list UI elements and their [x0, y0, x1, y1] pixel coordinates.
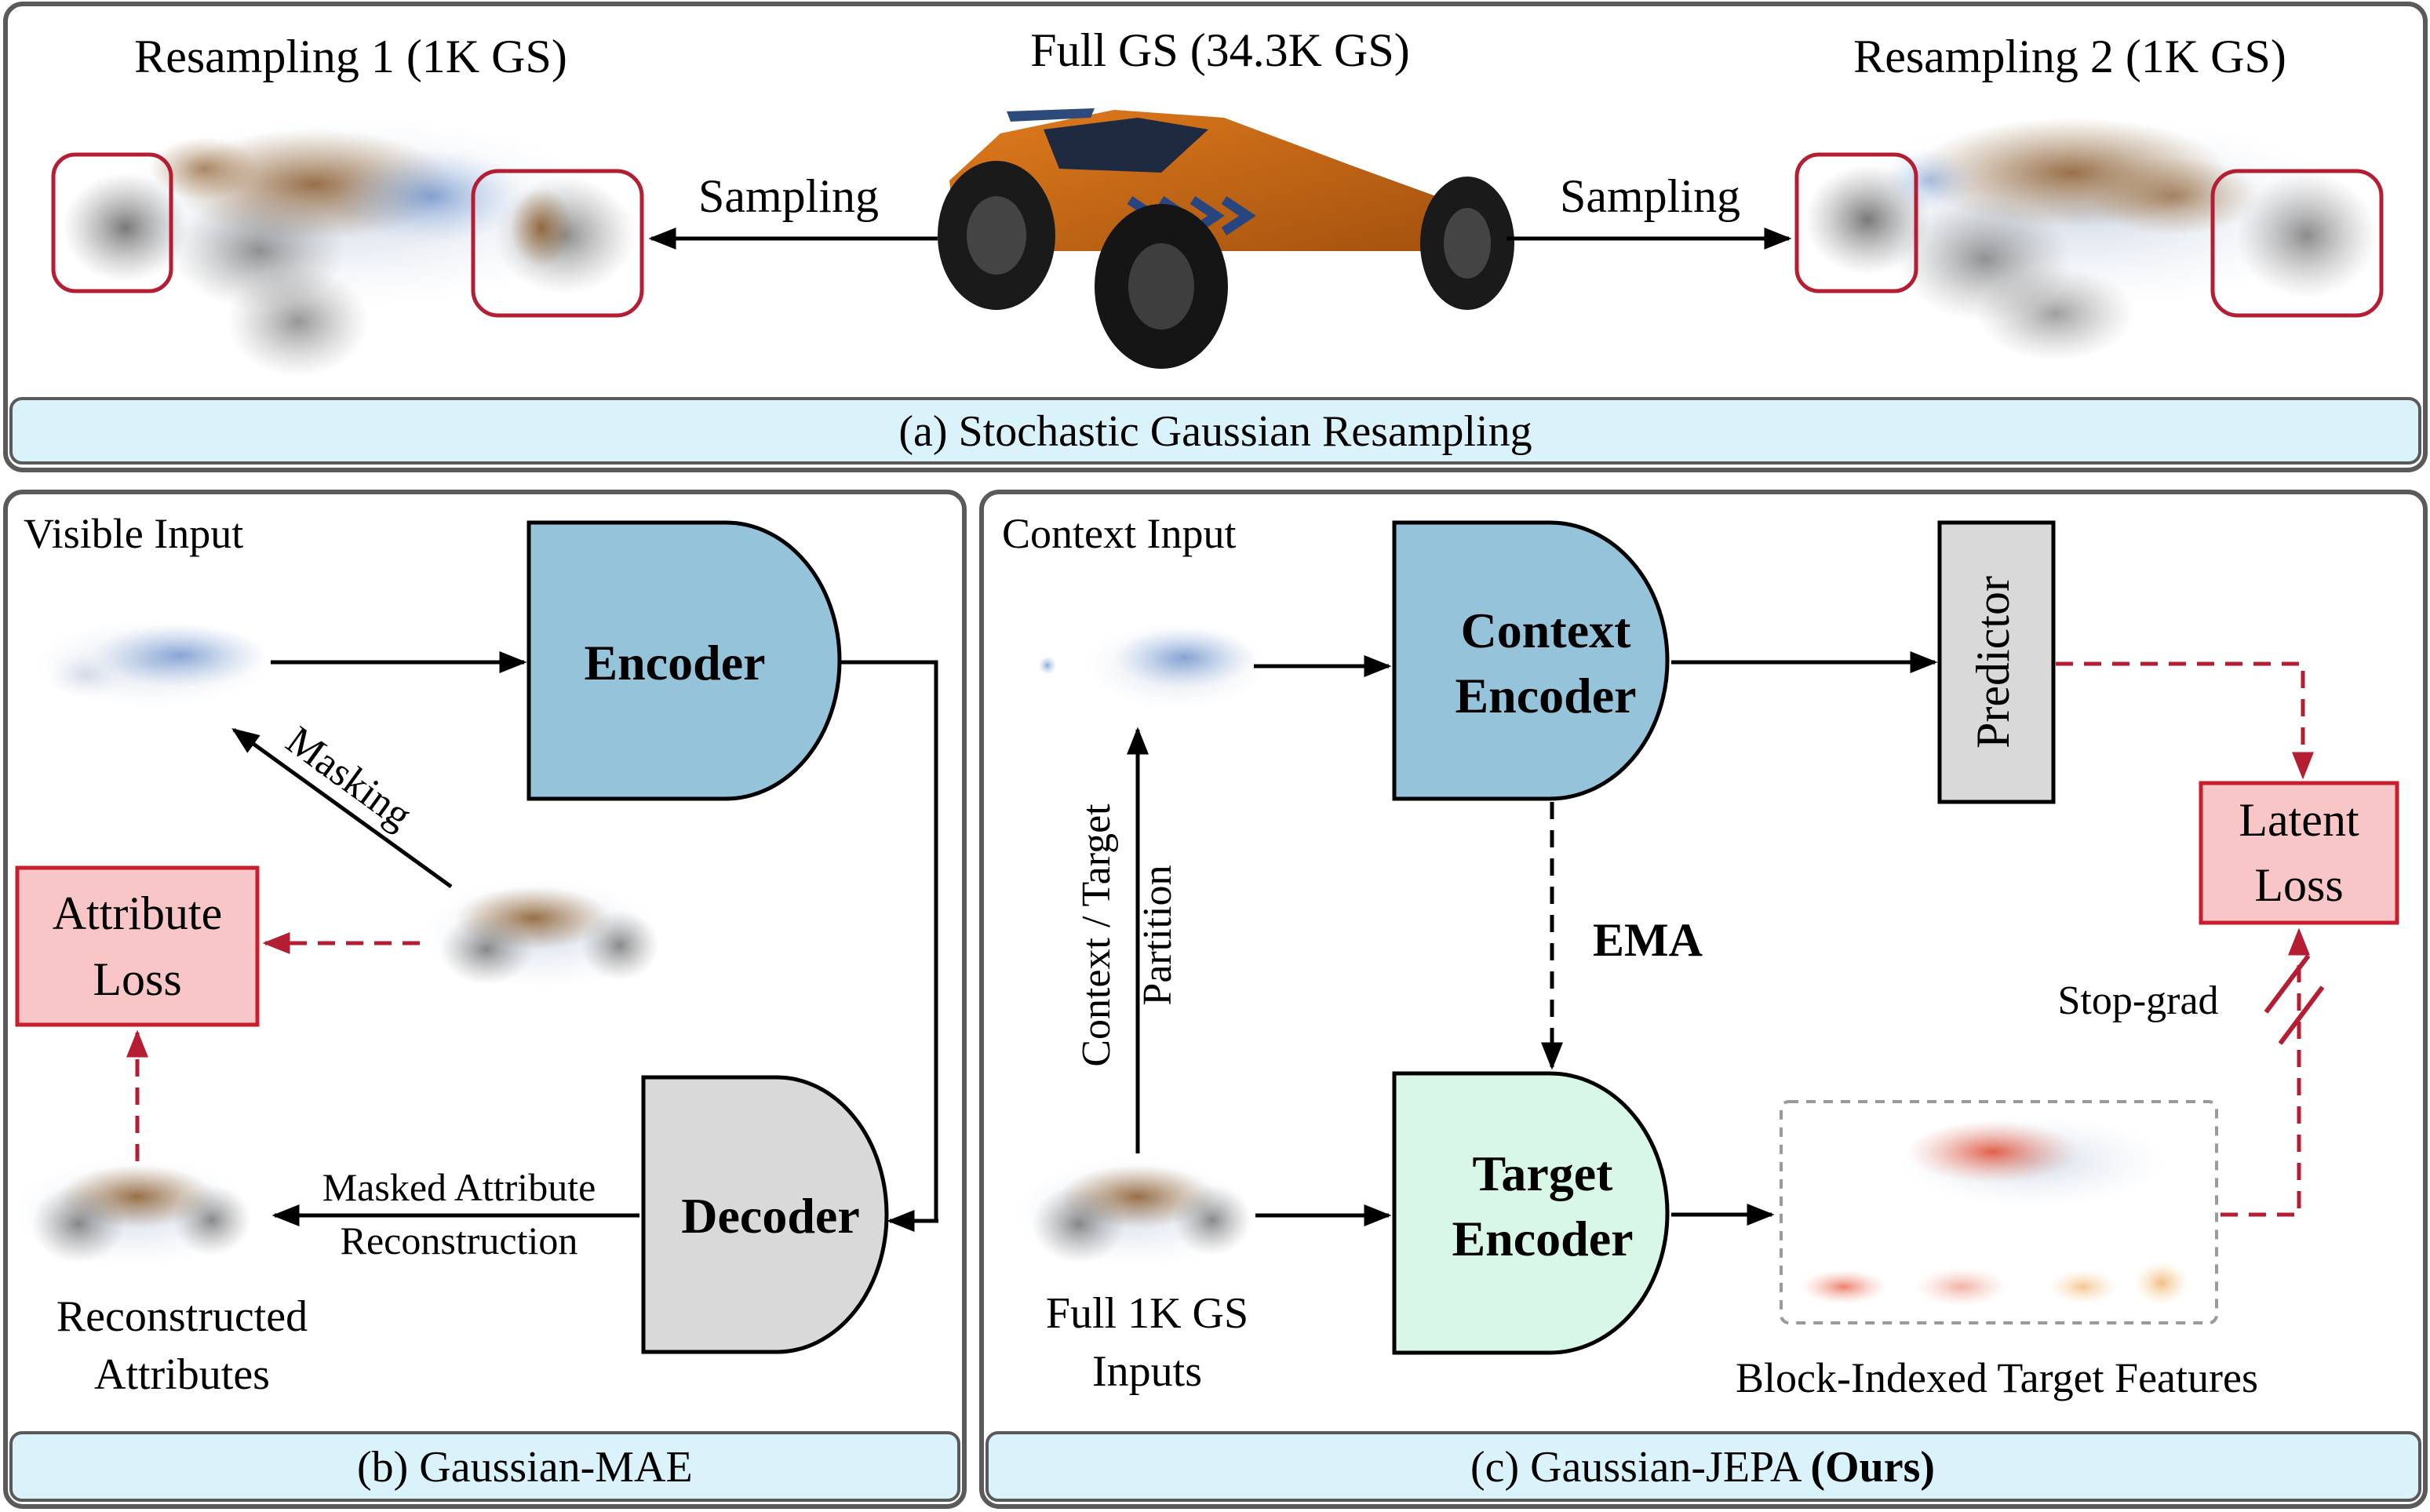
panel-c-caption-bar [985, 1431, 2421, 1502]
target-features-box [1780, 1100, 2218, 1324]
context-encoder-line1: Context [1461, 603, 1632, 658]
resampled-2-right-crop [2210, 169, 2384, 318]
resampled-2-left-crop [1794, 152, 1918, 293]
latent-loss-line2: Loss [2254, 859, 2343, 911]
decoder-label: Decoder [681, 1188, 859, 1244]
reconstructed-car-image [16, 1157, 251, 1267]
attribute-loss-line1: Attribute [53, 887, 223, 939]
resampled-car-1-image [63, 118, 636, 377]
masked-attr-line2: Reconstruction [341, 1219, 578, 1262]
target-encoder-line1: Target [1473, 1146, 1614, 1201]
reconstructed-line2: Attributes [94, 1350, 270, 1399]
target-features-image [1801, 1116, 2189, 1306]
stop-grad-label: Stop-grad [2057, 978, 2218, 1023]
stop-grad-mark-1 [2264, 954, 2311, 1014]
predictor-to-latent-loss-dashed [2056, 661, 2314, 780]
panel-c-caption-main: (c) Gaussian-JEPA [1470, 1443, 1810, 1492]
panel-a-caption-bar [9, 397, 2421, 465]
decoder-block [641, 1075, 889, 1354]
full-inputs-line1: Full 1K GS [1046, 1289, 1248, 1338]
encoder-label: Encoder [584, 635, 765, 690]
full-inputs-car-image [1016, 1157, 1251, 1267]
context-input-image [1038, 622, 1267, 709]
context-encoder-line2: Encoder [1455, 668, 1636, 723]
latent-loss-box [2199, 781, 2399, 925]
target-encoder-block [1392, 1071, 1670, 1355]
panel-c-frame [979, 490, 2428, 1509]
full-car-image [938, 108, 1514, 369]
panel-b-caption: (b) Gaussian-MAE [357, 1443, 693, 1492]
reconstructed-line1: Reconstructed [56, 1292, 308, 1341]
full-inputs-line2: Inputs [1092, 1347, 1202, 1396]
panel-c-caption-bold: (Ours) [1810, 1443, 1935, 1492]
sampling-label-left: Sampling [698, 170, 879, 222]
attribute-loss-line2: Loss [93, 953, 181, 1005]
panel-b: (b) Gaussian-MAE Visible Input Encoder M… [3, 490, 967, 1509]
panel-b-caption-bar [9, 1431, 960, 1502]
resampling-2-title: Resampling 2 (1K GS) [1853, 31, 2286, 82]
partition-line2: Partition [1135, 865, 1180, 1005]
resampling-1-title: Resampling 1 (1K GS) [134, 31, 567, 82]
encoder-to-decoder-arrow [840, 660, 938, 1223]
panel-a-caption: (a) Stochastic Gaussian Resampling [898, 407, 1532, 456]
partition-line1: Context / Target [1074, 803, 1119, 1067]
context-input-label: Context Input [1002, 510, 1236, 557]
panel-b-frame [3, 490, 967, 1509]
masked-input-image [424, 879, 659, 989]
block-features-label: Block-Indexed Target Features [1736, 1354, 2258, 1401]
attribute-loss-box [15, 865, 260, 1027]
context-encoder-block [1392, 520, 1670, 801]
latent-loss-line1: Latent [2239, 794, 2359, 846]
sampling-label-right: Sampling [1560, 170, 1740, 222]
stop-grad-mark-2 [2278, 986, 2325, 1045]
resampled-1-left-crop [51, 152, 173, 293]
target-encoder-line2: Encoder [1452, 1211, 1633, 1266]
panel-a: (a) Stochastic Gaussian Resampling Resam… [3, 2, 2428, 472]
visible-input-image [35, 620, 271, 706]
predictor-label: Predictor [1967, 576, 2019, 749]
visible-input-label: Visible Input [24, 510, 243, 557]
encoder-block [526, 520, 842, 801]
predictor-box [1937, 520, 2056, 804]
panel-c: (c) Gaussian-JEPA (Ours) Context Input C… [979, 490, 2428, 1509]
resampled-1-right-crop [471, 169, 644, 318]
target-features-to-latent-loss-dashed [2221, 927, 2310, 1217]
resampled-car-2-image [1805, 118, 2377, 361]
panel-c-caption: (c) Gaussian-JEPA (Ours) [1470, 1443, 1935, 1492]
panel-a-frame [3, 2, 2428, 472]
masked-attr-line1: Masked Attribute [322, 1165, 596, 1209]
full-gs-title: Full GS (34.3K GS) [1030, 24, 1409, 76]
masking-arrow [231, 727, 453, 889]
ema-label: EMA [1593, 914, 1703, 966]
